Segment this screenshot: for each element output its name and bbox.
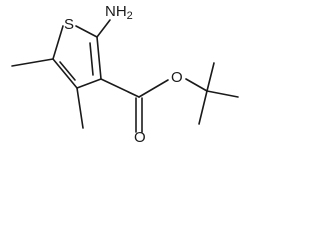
- bond-tbu-methyl-right: [206, 90, 239, 98]
- bond-ester-o-tbu: [185, 78, 208, 92]
- thiophene-ring: [52, 25, 102, 89]
- structure-canvas: S NH2 O O: [11, 3, 239, 144]
- bond-c3-carbonyl: [100, 78, 140, 98]
- bond-c4-c5: [52, 58, 78, 89]
- bond-carbonyl-ester-o: [138, 79, 169, 98]
- bond-c5-methyl: [11, 58, 54, 67]
- bond-tbu-methyl-up: [206, 62, 215, 92]
- bond-c4-methyl: [76, 87, 84, 129]
- bond-c3-c4: [76, 78, 102, 89]
- amino-nh-text: NH: [105, 3, 127, 20]
- amino-subscript: 2: [127, 10, 133, 22]
- amino-label: NH2: [105, 3, 133, 22]
- bond-c2-n: [96, 19, 111, 38]
- bond-tbu-methyl-down: [198, 90, 208, 125]
- bond-s-c5: [52, 25, 64, 60]
- bond-c2-c3-double: [89, 42, 94, 76]
- ester-oxygen-label: O: [171, 69, 183, 86]
- bond-c2-c3: [96, 36, 102, 80]
- bond-c4-c5-double: [59, 61, 76, 81]
- carbonyl-oxygen-label: O: [134, 129, 146, 144]
- bond-s-c2: [75, 25, 98, 38]
- substituents: [11, 19, 239, 133]
- sulfur-label: S: [64, 16, 74, 33]
